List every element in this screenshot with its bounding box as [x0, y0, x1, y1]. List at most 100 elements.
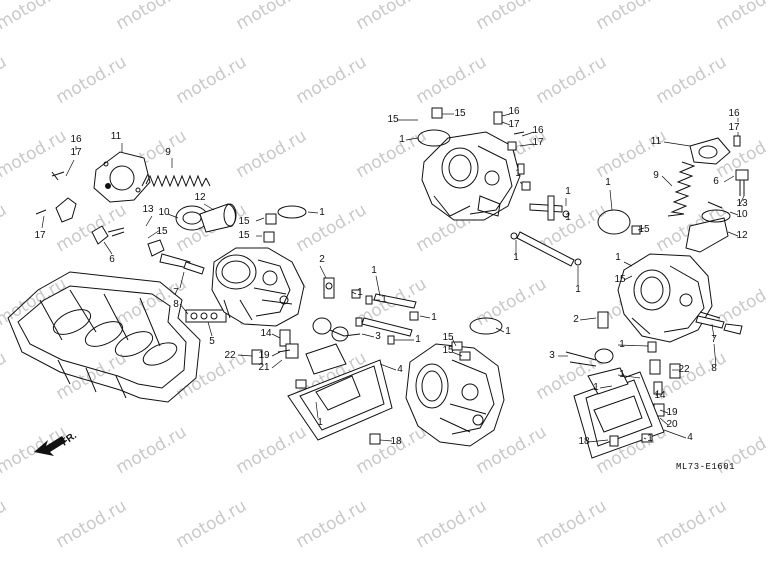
link-set-left [312, 317, 361, 342]
callout-jet-set: 5 [209, 336, 215, 347]
piston-right [685, 201, 731, 253]
leader-line-plug [147, 229, 161, 239]
watermark-text: motod.ru [173, 348, 251, 404]
watermark-text: motod.ru [0, 496, 10, 552]
callout-bolt: 16 [70, 134, 82, 145]
callout-spring-washer: 17 [728, 122, 740, 133]
leader-line-o-ring [643, 437, 647, 440]
callout-needle-jet-holder: 20 [666, 419, 678, 430]
callout-bolt: 16 [728, 108, 740, 119]
callout-screw: 13 [736, 198, 748, 209]
leader-line-slow-jet [271, 359, 283, 369]
watermark-text: motod.ru [233, 422, 311, 478]
watermark-text: motod.ru [113, 422, 191, 478]
leader-line-o-ring [599, 385, 613, 389]
watermark-text: motod.ru [593, 0, 671, 34]
callout-float-chamber-set: 4 [687, 432, 693, 443]
watermark-text: motod.ru [293, 52, 371, 108]
callout-float-valve: 14 [260, 328, 272, 339]
leader-line-o-ring [609, 189, 613, 211]
watermark-text: motod.ru [0, 52, 10, 108]
watermark-text: motod.ru [173, 52, 251, 108]
leader-line-o-ring [617, 374, 641, 379]
jet-set-left [185, 309, 227, 323]
callout-o-ring: 1 [575, 284, 581, 295]
callout-slow-jet: 21 [258, 362, 270, 373]
callout-o-ring: 1 [381, 294, 387, 305]
leader-line-air-screw [723, 175, 735, 183]
carburetor-body-right [617, 253, 721, 343]
bolt-right [733, 135, 741, 147]
leader-line-washer [713, 343, 717, 367]
callout-o-ring: 1 [317, 417, 323, 428]
leader-line-spring [661, 175, 673, 187]
leader-line-needle-set [711, 323, 715, 339]
watermark-text: motod.ru [0, 0, 70, 34]
diagram-code: ML73-E1601 [676, 462, 735, 472]
watermark-text: motod.ru [353, 0, 431, 34]
bracket-left [35, 171, 77, 223]
callout-plug: 15 [238, 230, 250, 241]
leader-line-drain-screw [587, 439, 609, 443]
callout-plug: 15 [442, 332, 454, 343]
leader-line-plug [451, 351, 463, 357]
plug-right [631, 225, 641, 235]
leader-line-needle-jet-holder [659, 417, 669, 426]
callout-o-ring: 1 [319, 207, 325, 218]
air-screw-left [91, 225, 125, 245]
callout-bolt: 16 [508, 106, 520, 117]
callout-washer: 8 [173, 299, 179, 310]
callout-screw-set: 2 [573, 314, 579, 325]
callout-o-ring: 1 [515, 168, 521, 179]
callout-plug: 15 [454, 108, 466, 119]
callout-plug: 15 [442, 345, 454, 356]
callout-washer: 8 [711, 363, 717, 374]
watermark-text: motod.ru [233, 0, 311, 34]
leader-line-o-ring [315, 401, 319, 419]
watermark-text: motod.ru [473, 274, 551, 330]
leader-line-needle-set [179, 271, 185, 289]
watermark-text: motod.ru [0, 422, 70, 478]
spring-left [141, 173, 211, 188]
callout-o-ring: 1 [399, 134, 405, 145]
air-box-chamber [7, 271, 201, 403]
plugs-top [431, 107, 531, 191]
callout-o-ring: 1 [647, 433, 653, 444]
callout-o-ring: 1 [615, 252, 621, 263]
top-cover-left [93, 151, 151, 203]
leader-line-air-screw [103, 241, 113, 255]
o-ring-right [597, 209, 631, 235]
callout-plug: 15 [238, 216, 250, 227]
leader-line-o-ring [405, 137, 419, 141]
leader-line-screw-set [319, 265, 327, 279]
callout-spring-washer: 17 [508, 119, 520, 130]
watermark-text: motod.ru [353, 422, 431, 478]
leader-line-bolt [501, 113, 511, 117]
watermark-text: motod.ru [473, 0, 551, 34]
callout-o-ring: 1 [371, 265, 377, 276]
watermark-text: motod.ru [0, 274, 70, 330]
callout-o-ring: 1 [513, 252, 519, 263]
watermark-text: motod.ru [0, 348, 10, 404]
watermark-text: motod.ru [233, 126, 311, 182]
watermark-text: motod.ru [0, 200, 10, 256]
watermark-text: motod.ru [413, 52, 491, 108]
callout-float-valve: 14 [654, 390, 666, 401]
callout-air-screw: 6 [109, 254, 115, 265]
callout-diaphragm: 10 [158, 207, 170, 218]
diaphragm-left [175, 203, 237, 233]
leader-line-spring-washer [501, 121, 511, 126]
callout-drain-screw: 18 [578, 436, 590, 447]
callout-main-jet: 19 [666, 407, 678, 418]
air-screw-right [735, 169, 749, 196]
leader-line-top-cover [663, 141, 691, 147]
callout-piston-valve: 12 [194, 192, 206, 203]
callout-needle-set: 7 [711, 334, 717, 345]
callout-plug: 15 [614, 274, 626, 285]
leader-line-float-valve [271, 333, 281, 339]
leader-line-spring-washer [41, 215, 45, 229]
watermark-text: motod.ru [353, 126, 431, 182]
fuel-joint-pipes [510, 195, 582, 267]
leader-line-o-ring [495, 327, 505, 333]
callout-o-ring: 1 [415, 334, 421, 345]
